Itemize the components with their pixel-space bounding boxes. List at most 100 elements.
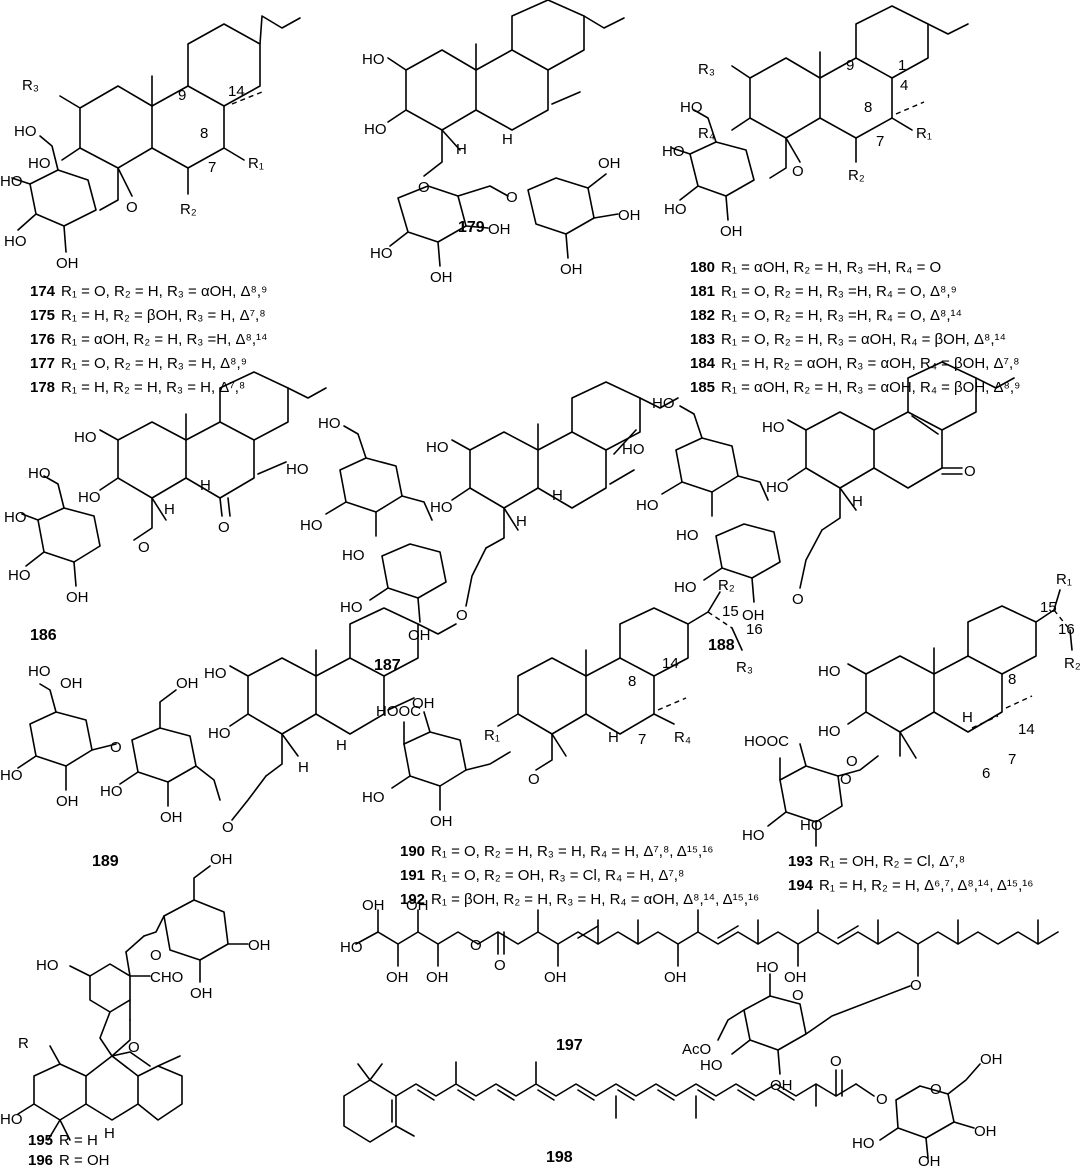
o-label: O <box>876 1091 888 1108</box>
locant-7: 7 <box>208 159 216 176</box>
oh-label: OH <box>60 675 83 692</box>
locant-14: 14 <box>228 83 245 100</box>
locant-14: 14 <box>1018 721 1035 738</box>
oh-label: OH <box>386 969 409 986</box>
ho-label: HO <box>700 1057 723 1074</box>
ho-label: HO <box>286 461 309 478</box>
locant-4: 4 <box>900 77 908 94</box>
ho-label: HO <box>342 547 365 564</box>
o-label: O <box>456 607 468 624</box>
cho-label: CHO <box>150 969 183 986</box>
r4-label: R₄ <box>698 125 715 142</box>
oh-label: OH <box>56 793 79 810</box>
o-label: O <box>126 199 138 216</box>
oh-label: OH <box>664 969 687 986</box>
locant-9: 9 <box>846 57 854 74</box>
structure-198: O O O OH OH OH HO <box>343 1051 1003 1168</box>
structure-197: OH HO OH OH OH O O OH OH OH O HO O AcO H… <box>340 897 1059 1094</box>
ho-label: HO <box>756 959 779 976</box>
h-label: H <box>164 501 175 518</box>
compound-number-179: 179 <box>458 219 485 236</box>
oh-label: OH <box>980 1051 1003 1068</box>
o-label: O <box>128 1039 140 1056</box>
ho-label: HO <box>8 567 31 584</box>
ho-label: HO <box>318 415 341 432</box>
o-label: O <box>792 163 804 180</box>
ho-label: HO <box>800 817 823 834</box>
o-label: O <box>418 179 430 196</box>
h-label: H <box>456 141 467 158</box>
ho-label: HO <box>100 783 123 800</box>
structure-180-185: R₃ R₄ HO HO HO OH O R₁ R₂ 9 1 8 4 7 <box>662 5 969 240</box>
o-label: O <box>138 539 150 556</box>
h-label: H <box>608 729 619 746</box>
structure-189: HO HO OH HO HO OH O OH HO OH O H H <box>0 607 457 836</box>
ho-label: HO <box>74 429 97 446</box>
ho-label: HO <box>36 957 59 974</box>
o-label: O <box>222 819 234 836</box>
ho-label: HO <box>742 827 765 844</box>
r2-label: R₂ <box>180 201 197 218</box>
structure-174-178: R₃ HO HO HO HO OH O R₁ R₂ 9 14 8 7 <box>0 15 301 272</box>
ho-label: HO <box>28 465 51 482</box>
locant-7: 7 <box>1008 751 1016 768</box>
o-label: O <box>470 937 482 954</box>
o-label: O <box>528 771 540 788</box>
ho-label: HO <box>362 51 385 68</box>
hooc-label: HOOC <box>744 733 789 750</box>
structure-179: HO HO H H O O HO OH OH OH OH OH <box>362 0 641 286</box>
h-label: H <box>200 477 211 494</box>
ho-label: HO <box>0 173 23 190</box>
o-label: O <box>218 519 230 536</box>
locant-15: 15 <box>1040 599 1057 616</box>
ho-label: HO <box>652 395 675 412</box>
ho-label: HO <box>28 663 51 680</box>
h-label: H <box>336 737 347 754</box>
r3-label: R₃ <box>736 659 753 676</box>
locant-9: 9 <box>178 87 186 104</box>
r2-label: R₂ <box>1064 655 1081 672</box>
oh-label: OH <box>974 1123 997 1140</box>
oh-label: OH <box>190 985 213 1002</box>
h-label: H <box>502 131 513 148</box>
ho-label: HO <box>426 439 449 456</box>
o-label: O <box>846 753 858 770</box>
o-label: O <box>792 591 804 608</box>
ho-label: HO <box>622 441 645 458</box>
compound-number-197: 197 <box>556 1037 583 1054</box>
o-label: O <box>150 947 162 964</box>
ho-label: HO <box>4 509 27 526</box>
h-label: H <box>516 513 527 530</box>
o-label: O <box>910 977 922 994</box>
compound-number-188: 188 <box>708 637 735 654</box>
r1-label: R₁ <box>484 727 500 744</box>
o-label: O <box>930 1081 942 1098</box>
hooc-label: HOOC <box>376 703 421 720</box>
locant-7: 7 <box>876 133 884 150</box>
ho-label: HO <box>364 121 387 138</box>
r1-label: R₁ <box>248 155 264 172</box>
compound-number-187: 187 <box>374 657 401 674</box>
ho-label: HO <box>204 665 227 682</box>
oh-label: OH <box>406 897 429 914</box>
ho-label: HO <box>300 517 323 534</box>
ho-label: HO <box>78 489 101 506</box>
o-label: O <box>830 1053 842 1070</box>
locant-15: 15 <box>722 603 739 620</box>
locant-8: 8 <box>1008 671 1016 688</box>
r4-label: R₄ <box>674 729 691 746</box>
r-label: R <box>18 1035 29 1052</box>
locant-8: 8 <box>628 673 636 690</box>
